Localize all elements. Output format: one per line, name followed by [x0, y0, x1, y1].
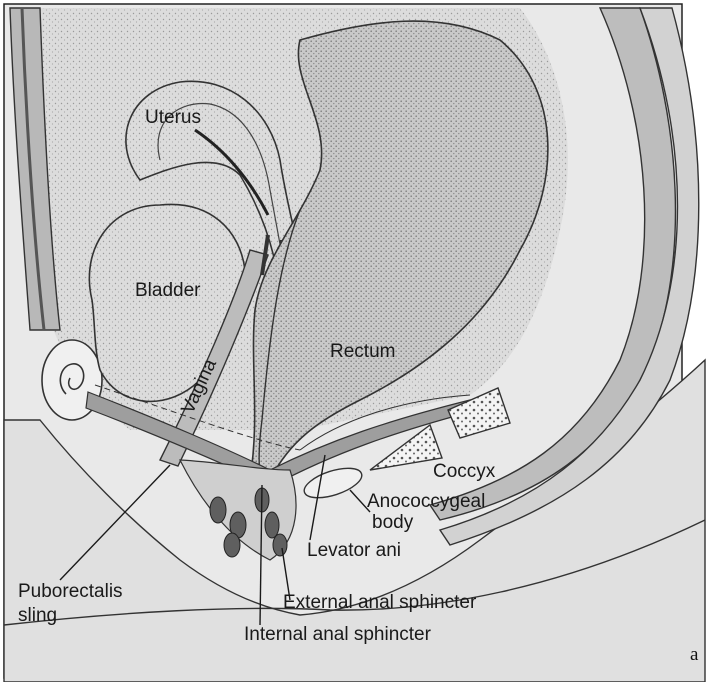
- label-puborectalis-2: sling: [18, 605, 57, 626]
- panel-label: a: [690, 644, 699, 665]
- label-external-sphincter: External anal sphincter: [283, 592, 477, 613]
- label-rectum: Rectum: [330, 341, 395, 362]
- label-anococcygeal-1: Anococcygeal: [367, 491, 485, 512]
- label-anococcygeal-2: body: [372, 512, 414, 533]
- label-levator-ani: Levator ani: [307, 540, 401, 561]
- label-internal-sphincter: Internal anal sphincter: [244, 624, 432, 645]
- label-coccyx: Coccyx: [433, 461, 496, 482]
- label-uterus: Uterus: [145, 107, 201, 128]
- label-puborectalis-1: Puborectalis: [18, 581, 123, 602]
- label-bladder: Bladder: [135, 280, 201, 301]
